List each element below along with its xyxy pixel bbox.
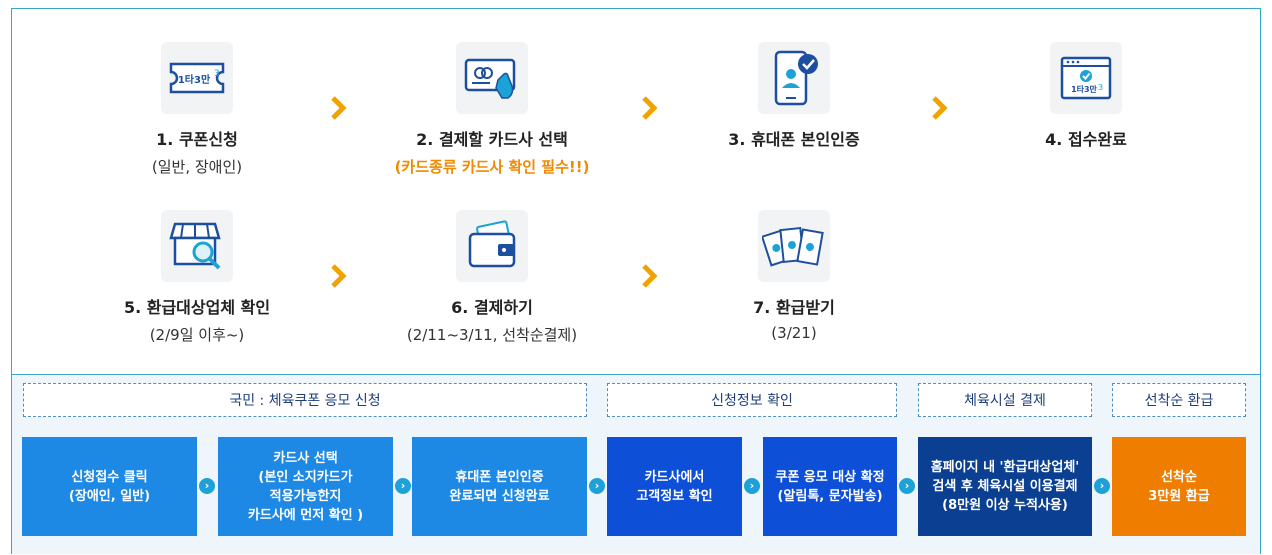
- step-subtitle: (일반, 장애인): [151, 158, 243, 176]
- step-complete: 1타3만 3 4. 접수완료: [956, 42, 1216, 156]
- flow-box-card-company-check: 카드사에서 고객정보 확인: [607, 437, 742, 536]
- flow-box-apply-click: 신청접수 클릭 (장애인, 일반): [22, 437, 197, 536]
- arrow-right-icon: ›: [899, 478, 915, 494]
- category-refund: 선착순 환급: [1112, 383, 1246, 417]
- arrow-right-icon: ›: [199, 478, 215, 494]
- category-apply: 국민 : 체육쿠폰 응모 신청: [23, 383, 587, 417]
- step-coupon-apply: 1타3만 3 1. 쿠폰신청 (일반, 장애인): [67, 42, 327, 177]
- arrow-right-icon: ›: [1094, 478, 1110, 494]
- flow-box-facility-pay: 홈페이지 내 '환급대상업체' 검색 후 체육시설 이용결제 (8만원 이상 누…: [918, 437, 1092, 536]
- coupon-ticket-icon: 1타3만 3: [161, 42, 233, 114]
- step-phone-verify: 3. 휴대폰 본인인증: [664, 42, 924, 156]
- chevron-right-icon: [331, 96, 347, 120]
- step-subtitle: (2/11~3/11, 선착순결제): [406, 326, 578, 344]
- step-title: 4. 접수완료: [1045, 130, 1127, 149]
- arrow-right-icon: ›: [589, 478, 605, 494]
- money-bills-icon: [758, 210, 830, 282]
- step-title: 1. 쿠폰신청: [156, 130, 238, 149]
- step-title: 5. 환급대상업체 확인: [123, 298, 271, 317]
- category-facility-payment: 체육시설 결제: [918, 383, 1092, 417]
- step-title: 3. 휴대폰 본인인증: [728, 130, 860, 149]
- step-title: 6. 결제하기: [451, 298, 533, 317]
- chevron-right-icon: [932, 96, 948, 120]
- step-title: 2. 결제할 카드사 선택: [416, 130, 568, 149]
- chevron-right-icon: [642, 96, 658, 120]
- chevron-right-icon: [642, 264, 658, 288]
- step-card-select: 2. 결제할 카드사 선택 (카드종류 카드사 확인 필수!!): [362, 42, 622, 177]
- category-info-check: 신청정보 확인: [607, 383, 897, 417]
- ticket-label: 1타3만: [1071, 84, 1097, 94]
- browser-check-icon: 1타3만 3: [1050, 42, 1122, 114]
- ticket-label: 1타3만: [178, 73, 211, 86]
- step-subtitle: (2/9일 이후~): [149, 326, 245, 344]
- chevron-right-icon: [331, 264, 347, 288]
- flow-box-refund: 선착순 3만원 환급: [1112, 437, 1246, 536]
- step-title: 7. 환급받기: [753, 298, 835, 317]
- step-store-check: 5. 환급대상업체 확인 (2/9일 이후~): [67, 210, 327, 345]
- wallet-icon: [456, 210, 528, 282]
- arrow-right-icon: ›: [744, 478, 760, 494]
- step-subtitle: (3/21): [771, 324, 817, 342]
- flow-box-confirm-target: 쿠폰 응모 대상 확정 (알림톡, 문자발송): [763, 437, 897, 536]
- phone-verify-icon: [758, 42, 830, 114]
- flow-box-card-select: 카드사 선택 (본인 소지카드가 적용가능한지 카드사에 먼저 확인 ): [218, 437, 393, 536]
- step-refund: 7. 환급받기 (3/21): [664, 210, 924, 342]
- ticket-sup: 3: [214, 69, 220, 79]
- store-search-icon: [161, 210, 233, 282]
- flow-box-phone-verify: 휴대폰 본인인증 완료되면 신청완료: [412, 437, 587, 536]
- step-payment: 6. 결제하기 (2/11~3/11, 선착순결제): [362, 210, 622, 345]
- credit-card-tap-icon: [456, 42, 528, 114]
- ticket-sup: 3: [1098, 83, 1103, 92]
- step-subtitle: (카드종류 카드사 확인 필수!!): [394, 158, 590, 176]
- arrow-right-icon: ›: [395, 478, 411, 494]
